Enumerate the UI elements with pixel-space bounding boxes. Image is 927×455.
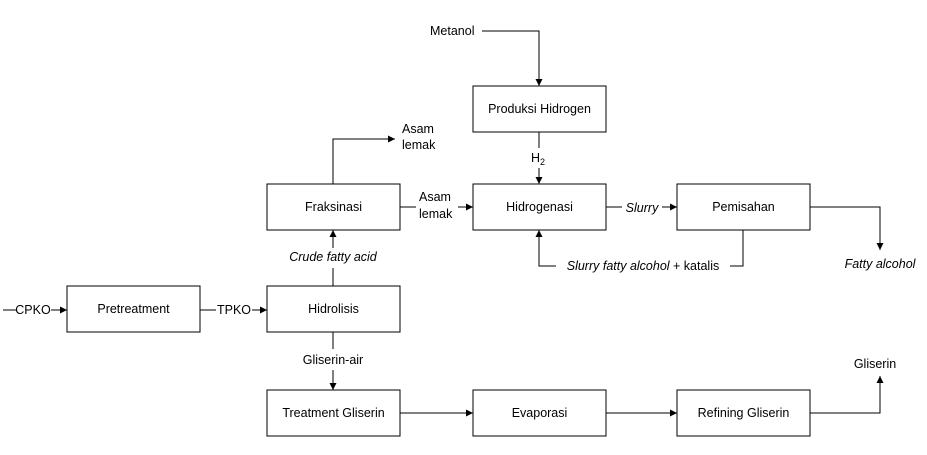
arrow-pemisahan-to-fatty-alcohol bbox=[810, 206, 884, 250]
arrow-recycle-pemisahan bbox=[730, 230, 744, 267]
box-produksi-hidrogen: Produksi Hidrogen bbox=[472, 85, 607, 133]
label-gliserin-air: Gliserin-air bbox=[303, 353, 363, 367]
box-hidrogenasi-label: Hidrogenasi bbox=[506, 200, 573, 214]
label-slurry: Slurry bbox=[626, 201, 659, 215]
box-produksi-hidrogen-label: Produksi Hidrogen bbox=[488, 102, 591, 116]
box-fraksinasi: Fraksinasi bbox=[266, 183, 401, 231]
arrow-refining-to-gliserin bbox=[810, 376, 884, 414]
box-evaporasi: Evaporasi bbox=[472, 389, 607, 437]
label-asam-lemak-out-line2: lemak bbox=[402, 138, 436, 152]
label-cpko: CPKO bbox=[15, 303, 51, 317]
label-metanol: Metanol bbox=[430, 24, 474, 38]
box-pemisahan: Pemisahan bbox=[676, 183, 811, 231]
box-evaporasi-label: Evaporasi bbox=[512, 406, 568, 420]
box-hidrolisis: Hidrolisis bbox=[266, 285, 401, 333]
box-treatment-gliserin-label: Treatment Gliserin bbox=[282, 406, 384, 420]
box-treatment-gliserin: Treatment Gliserin bbox=[266, 389, 401, 437]
label-fatty-alcohol: Fatty alcohol bbox=[845, 257, 917, 271]
box-pemisahan-label: Pemisahan bbox=[712, 200, 775, 214]
label-asam-lemak-in-line2: lemak bbox=[419, 207, 453, 221]
box-refining-gliserin-label: Refining Gliserin bbox=[698, 406, 790, 420]
box-hidrogenasi: Hidrogenasi bbox=[472, 183, 607, 231]
arrow-metanol-to-produksi-hidrogen bbox=[482, 30, 543, 86]
box-hidrolisis-label: Hidrolisis bbox=[308, 302, 359, 316]
box-fraksinasi-label: Fraksinasi bbox=[305, 200, 362, 214]
box-pretreatment: Pretreatment bbox=[66, 285, 201, 333]
label-asam-lemak-in-line1: Asam bbox=[419, 190, 451, 204]
label-slurry-recycle: Slurry fatty alcohol + katalis bbox=[567, 259, 720, 273]
label-h2: H2 bbox=[531, 151, 545, 167]
arrow-fraksinasi-asam-lemak-out bbox=[332, 135, 395, 184]
label-asam-lemak-in-bg bbox=[416, 188, 458, 222]
label-asam-lemak-out-line1: Asam bbox=[402, 122, 434, 136]
label-tpko: TPKO bbox=[217, 303, 251, 317]
label-gliserin: Gliserin bbox=[854, 357, 896, 371]
box-refining-gliserin: Refining Gliserin bbox=[676, 389, 811, 437]
box-pretreatment-label: Pretreatment bbox=[97, 302, 170, 316]
label-crude-fatty-acid: Crude fatty acid bbox=[289, 250, 378, 264]
arrow-recycle-to-hidrogenasi bbox=[535, 230, 556, 267]
